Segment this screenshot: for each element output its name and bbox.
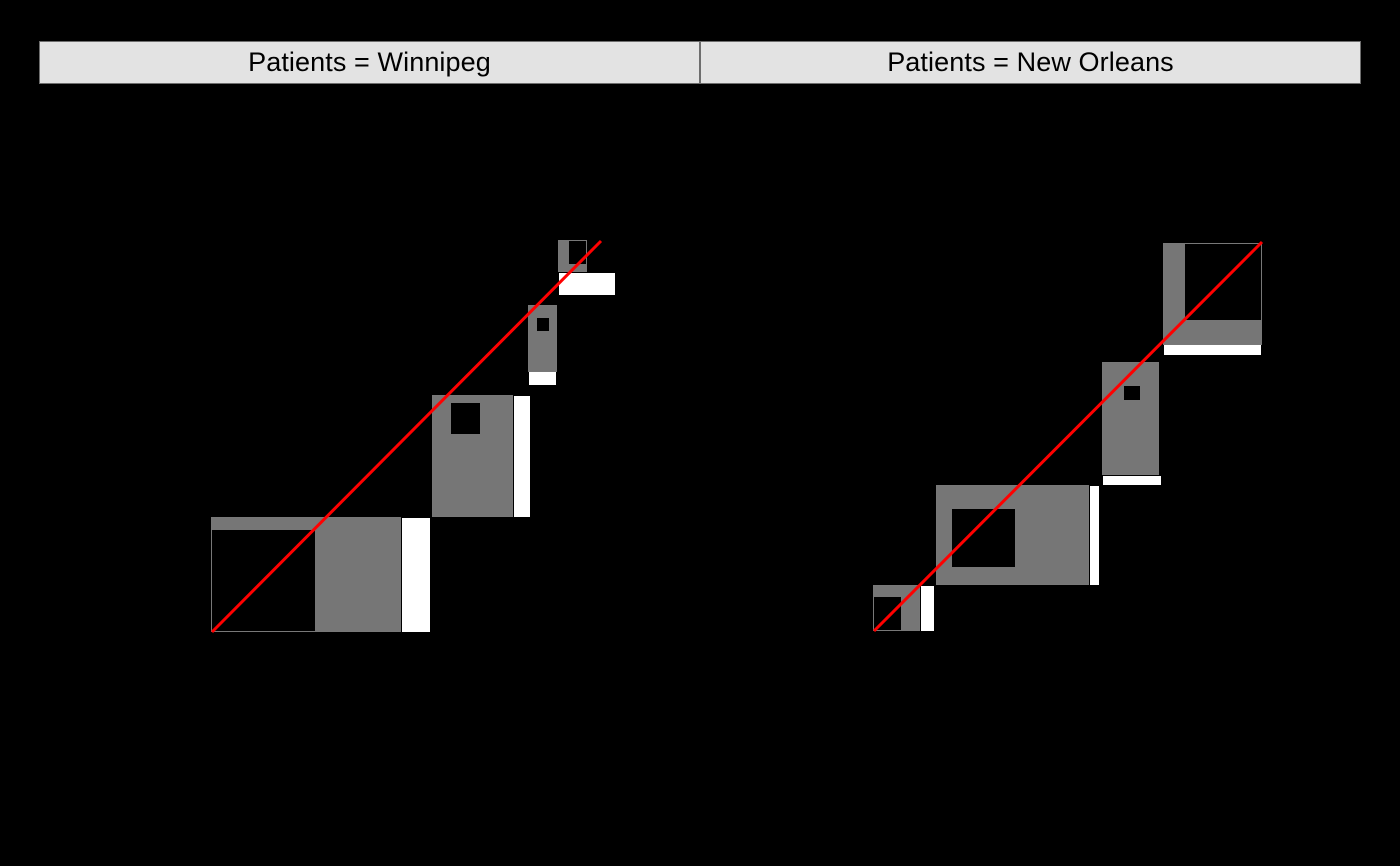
plot-area-new-orleans (700, 0, 1400, 866)
agreement-box (432, 395, 513, 517)
disagreement-remainder-bar (1103, 476, 1161, 485)
perfect-agreement-line (872, 240, 1264, 633)
disagreement-remainder-bar (921, 586, 934, 631)
panel-new-orleans (700, 0, 1400, 866)
disagreement-remainder-bar (559, 273, 615, 295)
perfect-agreement-line (210, 239, 603, 634)
agreement-box (1163, 243, 1262, 345)
strip-label-new-orleans: Patients = New Orleans (887, 47, 1174, 77)
agreement-box (1102, 362, 1159, 475)
agreement-box (558, 240, 587, 272)
disagreement-remainder-bar (1090, 486, 1099, 585)
disagreement-remainder-bar (1164, 345, 1261, 355)
panel-winnipeg (210, 239, 615, 634)
agreement-box (936, 485, 1089, 585)
panel-strip-new-orleans: Patients = New Orleans (700, 41, 1361, 84)
agreement-box (873, 585, 920, 631)
agreement-box (528, 305, 557, 372)
agreement-box (211, 517, 401, 632)
disagreement-remainder-bar (514, 396, 530, 517)
disagreement-remainder-bar (529, 372, 556, 385)
panel-strip-winnipeg: Patients = Winnipeg (39, 41, 700, 84)
plot-area-winnipeg (210, 239, 615, 634)
strip-label-winnipeg: Patients = Winnipeg (248, 47, 491, 77)
disagreement-remainder-bar (402, 518, 430, 632)
